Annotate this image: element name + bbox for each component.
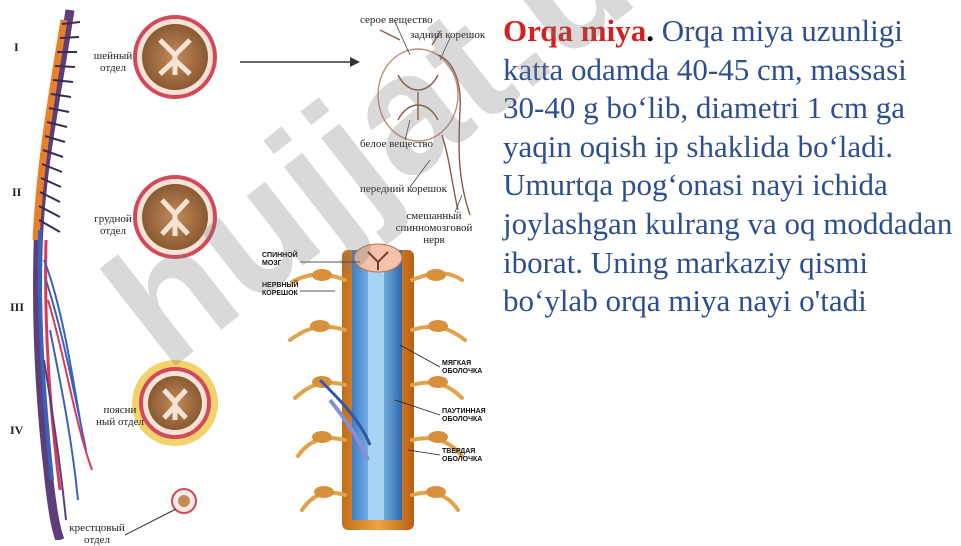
cervical-cross-section — [133, 15, 217, 99]
vertebral-column — [32, 9, 93, 540]
white-matter-label: белое вещество — [360, 138, 434, 150]
description-paragraph: Orqa miya. Orqa miya uzunligi katta odam… — [503, 12, 953, 321]
anatomy-drawing — [32, 9, 471, 540]
spinal-cord-illustration: I II III IV шейный отдел грудной отдел п… — [10, 9, 486, 546]
pia-mater-label: МЯГКАЯ ОБОЛОЧКА — [442, 360, 483, 375]
sacral-cross-section — [124, 488, 197, 536]
arachnoid-label: ПАУТИННАЯ ОБОЛОЧКА — [442, 408, 486, 423]
roman-numeral-4: IV — [10, 423, 24, 437]
nerve-root-label: НЕРВНЫЙ КОРЕШОК — [262, 282, 299, 297]
heading-period: . — [646, 13, 654, 48]
lumbar-label: поясни ный отдел — [96, 404, 144, 428]
thoracic-label: грудной отдел — [94, 213, 132, 237]
spinal-cord-label: СПИННОЙ МОЗГ — [262, 252, 298, 267]
dura-mater-label: ТВЕРДАЯ ОБОЛОЧКА — [442, 448, 483, 463]
paragraph-heading: Orqa miya — [503, 13, 647, 48]
mixed-nerve-label: смешанный спинномозговой нерв — [395, 210, 473, 246]
paragraph-body: Orqa miya uzunligi katta odamda 40-45 cm… — [503, 13, 953, 319]
dorsal-root-label: задний корешок — [410, 29, 486, 41]
meninges-illustration — [288, 243, 467, 530]
roman-numeral-2: II — [12, 185, 22, 199]
detailed-cross-section — [377, 29, 471, 216]
roman-numeral-1: I — [14, 40, 19, 54]
ventral-root-label: передний корешок — [360, 183, 447, 195]
sacral-label: крестцовый отдел — [69, 522, 125, 546]
cervical-label: шейный отдел — [93, 50, 133, 74]
thoracic-cross-section — [133, 175, 217, 259]
arrow-icon — [240, 57, 360, 67]
gray-matter-label: серое вещество — [360, 14, 433, 26]
lumbar-cross-section — [132, 360, 218, 446]
roman-numeral-3: III — [10, 300, 25, 314]
